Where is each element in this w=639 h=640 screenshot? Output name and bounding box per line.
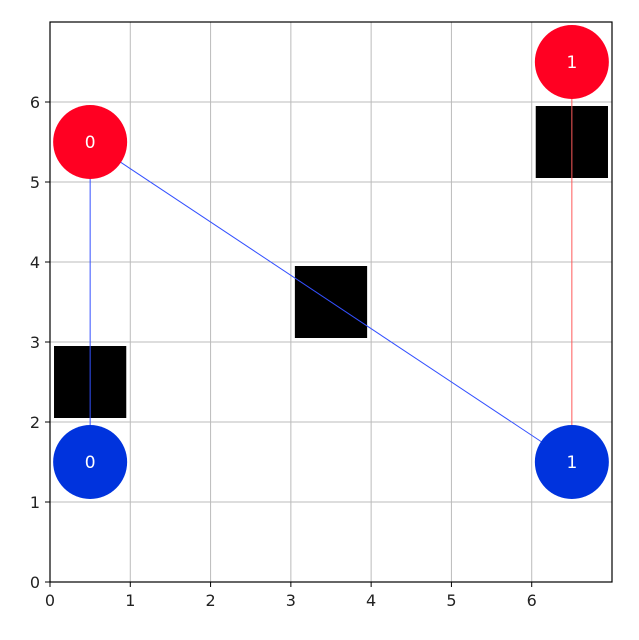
start-point-marker xyxy=(53,425,128,499)
start-point-label: 1 xyxy=(566,453,577,473)
y-tick-label: 5 xyxy=(30,173,40,192)
start-point-label: 0 xyxy=(85,453,96,473)
x-tick-label: 1 xyxy=(125,591,135,610)
goal-point-label: 0 xyxy=(85,133,96,153)
axes-frame xyxy=(49,21,613,583)
x-tick-label: 6 xyxy=(527,591,537,610)
goal-point-marker xyxy=(534,25,609,99)
start-point-marker xyxy=(534,425,609,499)
x-tick-label: 0 xyxy=(45,591,55,610)
y-tick-label: 2 xyxy=(30,413,40,432)
x-tick-label: 3 xyxy=(286,591,296,610)
goal-point-label: 1 xyxy=(566,53,577,73)
goal-point-marker xyxy=(53,105,128,179)
y-tick-label: 3 xyxy=(30,333,40,352)
x-tick-label: 4 xyxy=(366,591,376,610)
x-tick-label: 2 xyxy=(205,591,215,610)
y-tick-label: 0 xyxy=(30,573,40,592)
path-line xyxy=(89,141,573,463)
y-tick-label: 1 xyxy=(30,493,40,512)
y-tick-label: 4 xyxy=(30,253,40,272)
y-tick-label: 6 xyxy=(30,93,40,112)
x-tick-label: 5 xyxy=(446,591,456,610)
